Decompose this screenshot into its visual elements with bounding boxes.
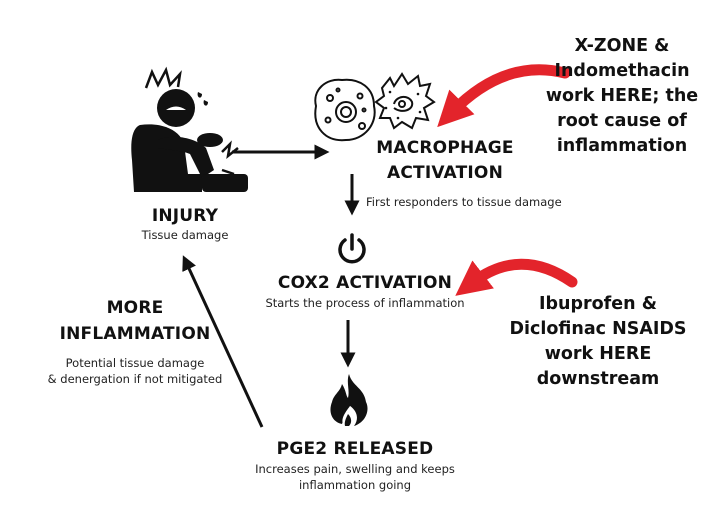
- callout-xzone: X-ZONE & Indomethacin work HERE; the roo…: [532, 34, 712, 159]
- callout-xzone-line: Indomethacin: [554, 61, 690, 81]
- more-inflammation-title-line1: MORE: [106, 298, 164, 318]
- more-inflammation-subtitle-line1: Potential tissue damage: [65, 356, 205, 370]
- cox2-title: COX2 ACTIVATION: [277, 273, 453, 293]
- macrophage-cells-icon: [314, 72, 436, 142]
- fire-icon: [330, 374, 368, 426]
- cox2-subtitle: Starts the process of inflammation: [265, 296, 465, 310]
- callout-nsaids-line: downstream: [536, 369, 660, 389]
- cox2-node: COX2 ACTIVATION Starts the process of in…: [250, 271, 480, 311]
- pge2-title: PGE2 RELEASED: [276, 439, 434, 459]
- red-arrow-bottom: [455, 258, 578, 296]
- more-inflammation-subtitle-line2: & denergation if not mitigated: [47, 372, 223, 386]
- macrophage-subtitle: First responders to tissue damage: [366, 195, 562, 209]
- callout-xzone-line: root cause of: [557, 111, 687, 131]
- injury-node: INJURY Tissue damage: [125, 205, 245, 243]
- injured-person-icon: [131, 66, 248, 192]
- power-icon: [338, 233, 366, 264]
- callout-xzone-line: X-ZONE &: [574, 36, 670, 56]
- callout-nsaids-line: Ibuprofen &: [539, 294, 657, 314]
- callout-xzone-line: work HERE; the: [545, 86, 699, 106]
- red-arrow-top: [437, 64, 571, 128]
- macrophage-title-line2: ACTIVATION: [387, 163, 503, 183]
- injury-title: INJURY: [151, 206, 219, 226]
- pge2-subtitle-line1: Increases pain, swelling and keeps: [255, 462, 455, 476]
- macrophage-title-line1: MACROPHAGE: [376, 138, 514, 158]
- callout-nsaids-line: Diclofinac NSAIDS: [509, 319, 687, 339]
- arrow-pge2-to-injury: [182, 255, 264, 428]
- macrophage-node: MACROPHAGE ACTIVATION: [370, 136, 520, 186]
- callout-nsaids: Ibuprofen & Diclofinac NSAIDS work HERE …: [500, 292, 696, 392]
- pge2-node: PGE2 RELEASED Increases pain, swelling a…: [230, 437, 480, 493]
- pge2-subtitle-line2: inflammation going: [298, 478, 412, 492]
- callout-nsaids-line: work HERE: [544, 344, 652, 364]
- injury-subtitle: Tissue damage: [141, 228, 229, 242]
- more-inflammation-title-line2: INFLAMMATION: [59, 324, 211, 344]
- callout-xzone-line: inflammation: [556, 136, 688, 156]
- more-inflammation-node: MORE INFLAMMATION Potential tissue damag…: [40, 295, 230, 387]
